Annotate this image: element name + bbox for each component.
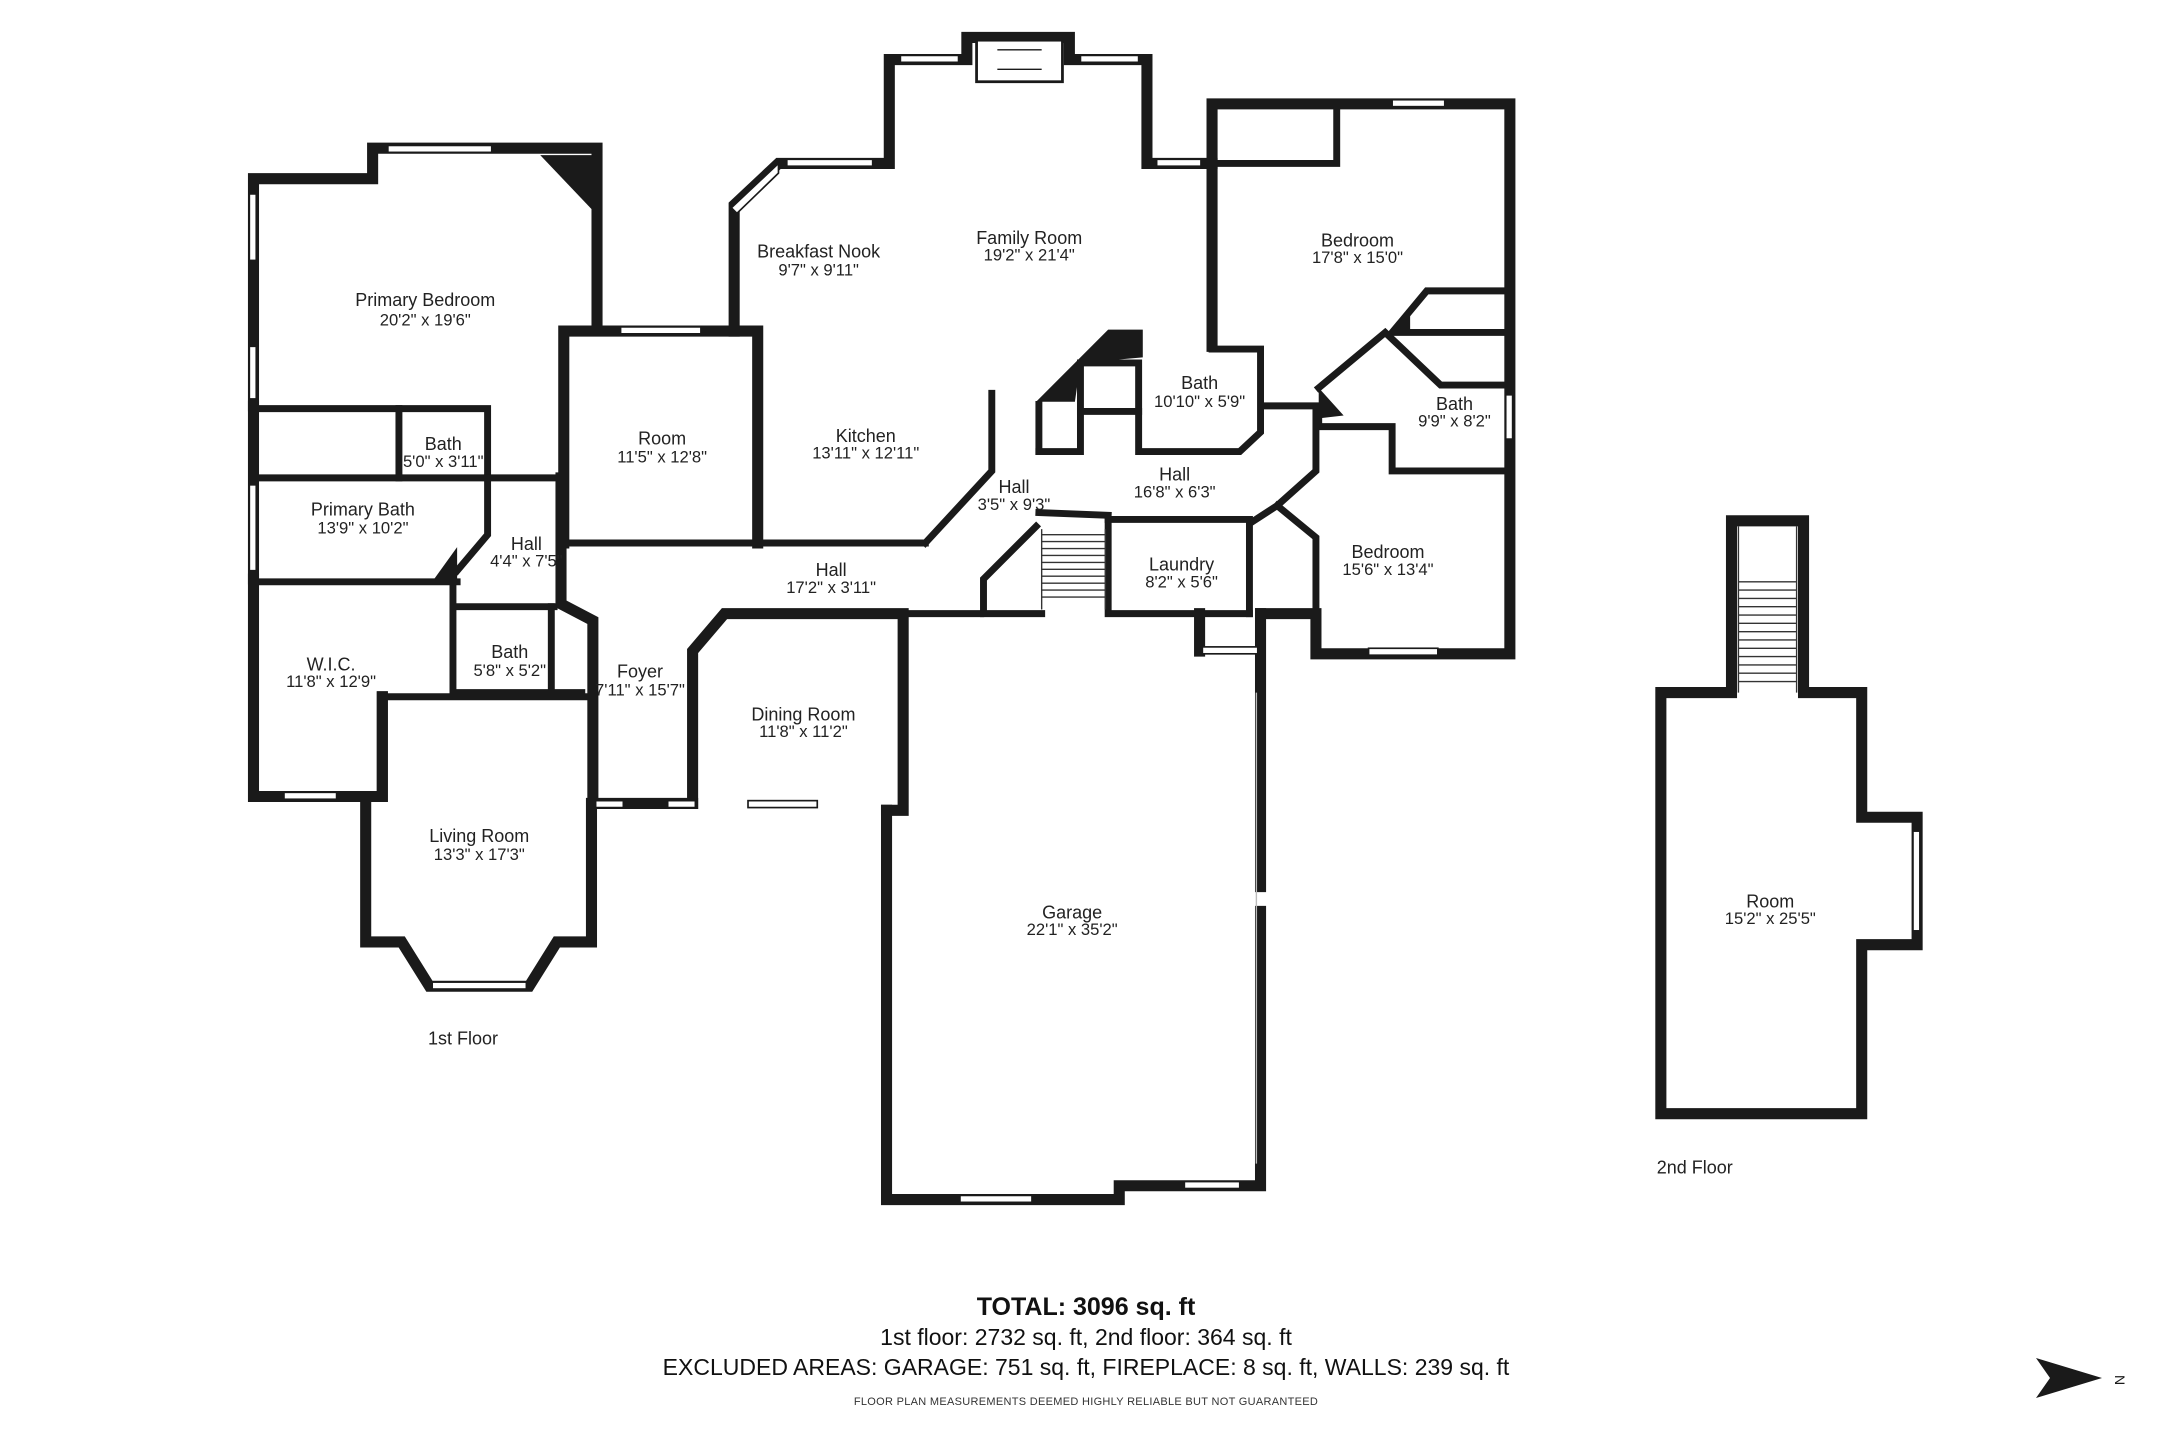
room-name: Kitchen — [836, 426, 896, 446]
kitchen-family-walls — [728, 31, 1516, 660]
room-name: Room — [1746, 891, 1794, 911]
room-dims: 11'5" x 12'8" — [617, 448, 707, 467]
room-dims: 3'5" x 9'3" — [978, 495, 1051, 514]
north-arrow-icon: N — [2036, 1358, 2128, 1398]
room-name: Primary Bath — [311, 499, 415, 519]
room-labels: Primary Bedroom 20'2" x 19'6" Bath 5'0" … — [286, 228, 1816, 1177]
area-summary: TOTAL: 3096 sq. ft 1st floor: 2732 sq. f… — [0, 1292, 2172, 1408]
second-floor-walls — [1655, 515, 1923, 1120]
room-dims: 13'11" x 12'11" — [812, 444, 919, 463]
room-name: Family Room — [976, 228, 1082, 248]
room-dims: 9'9" x 8'2" — [1418, 412, 1491, 431]
floor-label: 1st Floor — [428, 1028, 498, 1048]
stairs-1st-floor — [1040, 529, 1107, 610]
room-name: Bath — [1181, 373, 1218, 393]
room-dims: 4'4" x 7'5" — [490, 552, 563, 571]
room-dims: 7'11" x 15'7" — [595, 680, 685, 699]
room-name: Bath — [425, 434, 462, 454]
room-name: Hall — [511, 534, 542, 554]
central-walls — [555, 325, 929, 816]
room-name: Dining Room — [751, 704, 855, 724]
total-area: TOTAL: 3096 sq. ft — [976, 1293, 1196, 1321]
garage-walls — [880, 608, 1267, 1206]
floor-label: 2nd Floor — [1657, 1157, 1733, 1177]
room-name: Hall — [998, 477, 1029, 497]
room-dims: 5'8" x 5'2" — [473, 661, 546, 680]
room-dims: 15'6" x 13'4" — [1342, 560, 1433, 579]
room-name: Room — [638, 429, 686, 449]
room-name: Garage — [1042, 902, 1102, 922]
room-name: Bath — [1436, 394, 1473, 414]
room-dims: 10'10" x 5'9" — [1154, 392, 1245, 411]
room-dims: 11'8" x 12'9" — [286, 672, 376, 691]
room-dims: 11'8" x 11'2" — [759, 722, 848, 741]
room-dims: 13'3" x 17'3" — [434, 845, 525, 864]
primary-suite-walls — [247, 142, 603, 803]
excluded-areas: EXCLUDED AREAS: GARAGE: 751 sq. ft, FIRE… — [662, 1354, 1510, 1380]
room-dims: 16'8" x 6'3" — [1134, 482, 1216, 501]
room-dims: 15'2" x 25'5" — [1725, 909, 1816, 928]
room-name: W.I.C. — [307, 654, 356, 674]
room-name: Bath — [491, 642, 528, 662]
room-name: Primary Bedroom — [355, 290, 495, 310]
room-name: Bedroom — [1351, 542, 1424, 562]
room-dims: 22'1" x 35'2" — [1027, 920, 1118, 939]
room-dims: 19'2" x 21'4" — [984, 245, 1075, 264]
room-name: Foyer — [617, 661, 663, 681]
room-name: Breakfast Nook — [757, 242, 881, 262]
room-dims: 9'7" x 9'11" — [778, 261, 859, 280]
east-wing-walls — [980, 107, 1514, 618]
room-dims: 20'2" x 19'6" — [380, 311, 471, 330]
compass-label: N — [2112, 1375, 2128, 1385]
room-dims: 17'8" x 15'0" — [1312, 248, 1403, 267]
floor-areas: 1st floor: 2732 sq. ft, 2nd floor: 364 s… — [880, 1324, 1292, 1350]
room-name: Hall — [816, 560, 847, 580]
room-name: Hall — [1159, 465, 1190, 485]
room-name: Bedroom — [1321, 231, 1394, 251]
room-dims: 17'2" x 3'11" — [786, 578, 876, 597]
living-room-walls — [360, 691, 598, 992]
room-dims: 8'2" x 5'6" — [1145, 572, 1218, 591]
room-name: Laundry — [1149, 555, 1214, 575]
room-dims: 13'9" x 10'2" — [317, 518, 408, 537]
room-name: Living Room — [429, 826, 529, 846]
disclaimer: FLOOR PLAN MEASUREMENTS DEEMED HIGHLY RE… — [853, 1396, 1319, 1408]
room-dims: 5'0" x 3'11" — [403, 452, 484, 471]
